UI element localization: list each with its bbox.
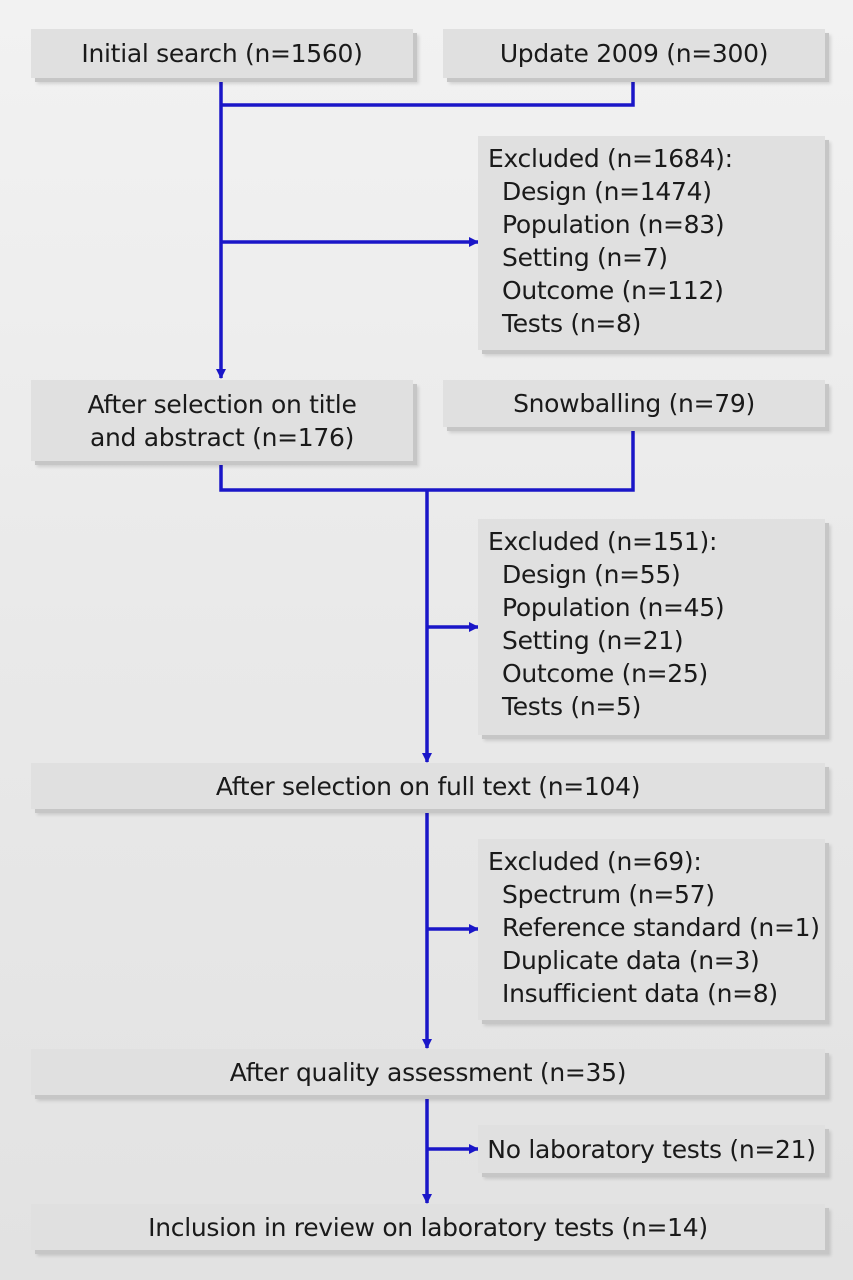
excluded-box-1: Excluded (n=1684): Design (n=1474) Popul… <box>478 136 825 350</box>
update-2009-box: Update 2009 (n=300) <box>443 29 825 78</box>
excluded-2-item: Population (n=45) <box>502 593 725 622</box>
after-full-text-box: After selection on full text (n=104) <box>31 763 825 809</box>
excluded-3-item: Reference standard (n=1) <box>502 913 820 942</box>
after-quality-box: After quality assessment (n=35) <box>31 1049 825 1095</box>
excluded-3-item: Duplicate data (n=3) <box>502 946 760 975</box>
excluded-1-item: Population (n=83) <box>502 210 725 239</box>
excluded-1-item: Tests (n=8) <box>502 309 642 338</box>
excluded-3-heading: Excluded (n=69): <box>488 847 702 876</box>
snowballing-label: Snowballing (n=79) <box>513 389 755 418</box>
after-title-abstract-line2: and abstract (n=176) <box>89 422 355 452</box>
excluded-2-item: Outcome (n=25) <box>502 659 708 688</box>
excluded-1-item: Setting (n=7) <box>502 243 668 272</box>
inclusion-label: Inclusion in review on laboratory tests … <box>148 1212 708 1242</box>
excluded-3-item: Spectrum (n=57) <box>502 880 715 909</box>
update-2009-label: Update 2009 (n=300) <box>499 39 769 68</box>
initial-search-label: Initial search (n=1560) <box>81 39 363 68</box>
excluded-1-item: Outcome (n=112) <box>502 276 724 305</box>
after-title-abstract-line1: After selection on title <box>87 389 357 419</box>
excluded-2-item: Setting (n=21) <box>502 626 684 655</box>
excluded-2-heading: Excluded (n=151): <box>488 527 718 556</box>
inclusion-box: Inclusion in review on laboratory tests … <box>31 1204 825 1250</box>
excluded-1-heading: Excluded (n=1684): <box>488 144 733 173</box>
snowballing-box: Snowballing (n=79) <box>443 380 825 427</box>
after-title-abstract-box: After selection on title and abstract (n… <box>31 380 413 461</box>
excluded-1-item: Design (n=1474) <box>502 177 712 206</box>
initial-search-box: Initial search (n=1560) <box>31 29 413 78</box>
after-full-text-label: After selection on full text (n=104) <box>215 771 641 801</box>
excluded-box-2: Excluded (n=151): Design (n=55) Populati… <box>478 519 825 735</box>
after-quality-label: After quality assessment (n=35) <box>229 1057 627 1087</box>
excluded-box-3: Excluded (n=69): Spectrum (n=57) Referen… <box>478 839 825 1020</box>
no-lab-tests-label: No laboratory tests (n=21) <box>487 1134 816 1164</box>
connector-update-merge <box>221 80 635 107</box>
excluded-3-item: Insufficient data (n=8) <box>502 979 778 1008</box>
excluded-2-item: Tests (n=5) <box>502 692 642 721</box>
excluded-2-item: Design (n=55) <box>502 560 681 589</box>
no-lab-tests-box: No laboratory tests (n=21) <box>478 1125 825 1173</box>
